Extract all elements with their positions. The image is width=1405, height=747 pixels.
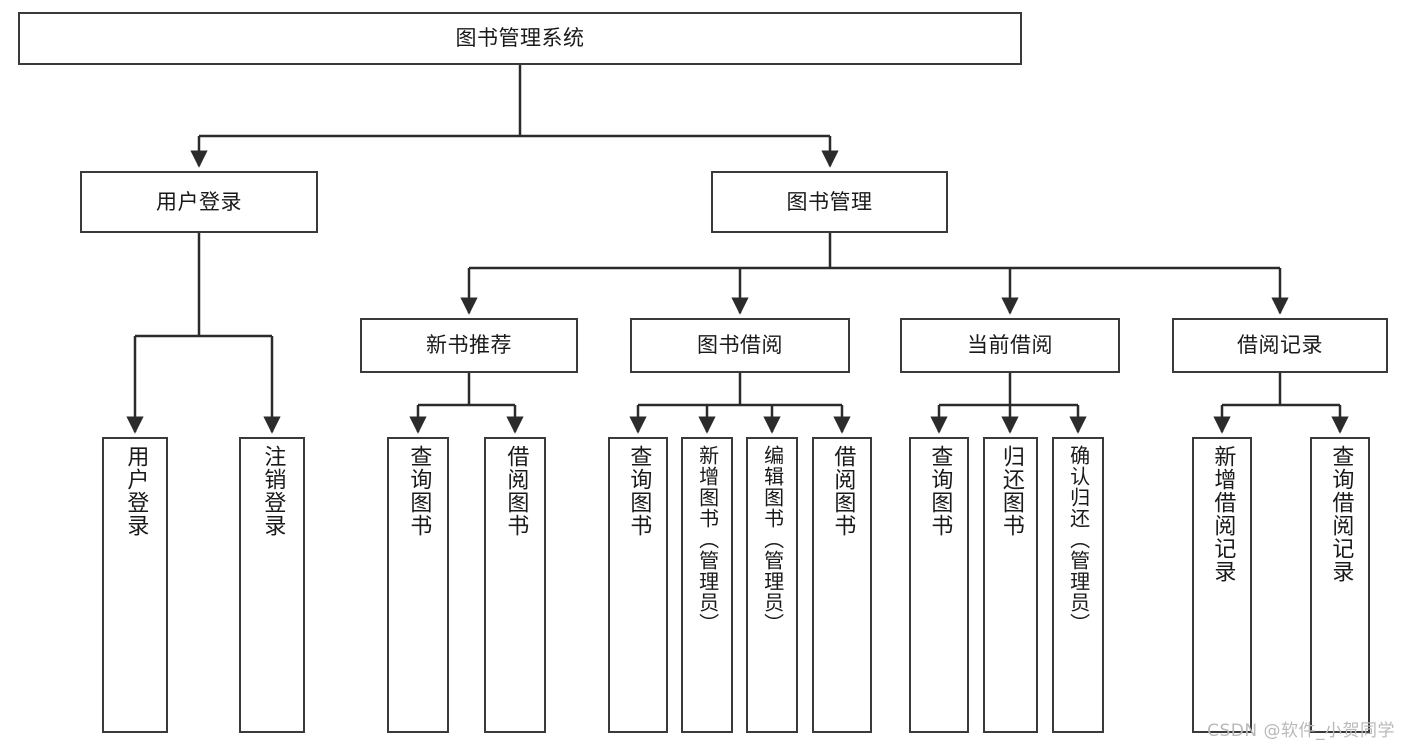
node-current-borrow[interactable]: 当前借阅 (900, 318, 1120, 373)
node-user-login[interactable]: 用户登录 (80, 171, 318, 233)
node-label-user-login: 用户登录 (156, 189, 242, 214)
node-leaf-query-book-borrow[interactable]: 查询图书 (608, 437, 668, 733)
node-label-leaf-edit-book-admin: 编辑图书（管理员） (760, 445, 785, 634)
node-label-new-book-recommend: 新书推荐 (426, 333, 512, 358)
node-leaf-edit-book-admin[interactable]: 编辑图书（管理员） (746, 437, 798, 733)
node-label-leaf-logout: 注销登录 (260, 445, 286, 537)
node-leaf-query-book-recommend[interactable]: 查询图书 (387, 437, 449, 733)
node-label-book-borrow: 图书借阅 (697, 333, 783, 358)
node-label-leaf-add-borrow-record: 新增借阅记录 (1210, 445, 1236, 583)
node-book-management[interactable]: 图书管理 (711, 171, 948, 233)
node-borrow-record[interactable]: 借阅记录 (1172, 318, 1388, 373)
node-label-leaf-query-borrow-record: 查询借阅记录 (1328, 445, 1354, 583)
node-leaf-add-book-admin[interactable]: 新增图书（管理员） (681, 437, 733, 733)
node-label-leaf-add-book-admin: 新增图书（管理员） (695, 445, 720, 634)
node-leaf-confirm-return-admin[interactable]: 确认归还（管理员） (1052, 437, 1104, 733)
watermark: CSDN @软件_小贺同学 (1207, 721, 1395, 741)
node-label-leaf-borrow-book: 借阅图书 (830, 445, 856, 537)
node-label-root: 图书管理系统 (455, 26, 585, 51)
node-leaf-query-borrow-record[interactable]: 查询借阅记录 (1310, 437, 1370, 733)
node-label-current-borrow: 当前借阅 (967, 333, 1053, 358)
node-label-leaf-query-book-recommend: 查询图书 (406, 445, 432, 537)
node-leaf-logout[interactable]: 注销登录 (239, 437, 305, 733)
node-leaf-borrow-book[interactable]: 借阅图书 (812, 437, 872, 733)
node-label-leaf-return-book: 归还图书 (998, 445, 1024, 537)
node-book-borrow[interactable]: 图书借阅 (630, 318, 850, 373)
node-label-borrow-record: 借阅记录 (1237, 333, 1323, 358)
node-label-leaf-user-login: 用户登录 (123, 445, 149, 537)
node-leaf-query-book-current[interactable]: 查询图书 (909, 437, 969, 733)
node-label-book-management: 图书管理 (786, 189, 873, 214)
node-leaf-add-borrow-record[interactable]: 新增借阅记录 (1192, 437, 1252, 733)
node-leaf-user-login[interactable]: 用户登录 (102, 437, 168, 733)
node-leaf-borrow-book-recommend[interactable]: 借阅图书 (484, 437, 546, 733)
node-label-leaf-query-book-borrow: 查询图书 (626, 445, 652, 537)
node-new-book-recommend[interactable]: 新书推荐 (360, 318, 578, 373)
node-label-leaf-query-book-current: 查询图书 (927, 445, 953, 537)
node-label-leaf-borrow-book-recommend: 借阅图书 (503, 445, 529, 537)
node-root[interactable]: 图书管理系统 (18, 12, 1022, 65)
node-label-leaf-confirm-return-admin: 确认归还（管理员） (1066, 445, 1091, 634)
node-leaf-return-book[interactable]: 归还图书 (983, 437, 1038, 733)
